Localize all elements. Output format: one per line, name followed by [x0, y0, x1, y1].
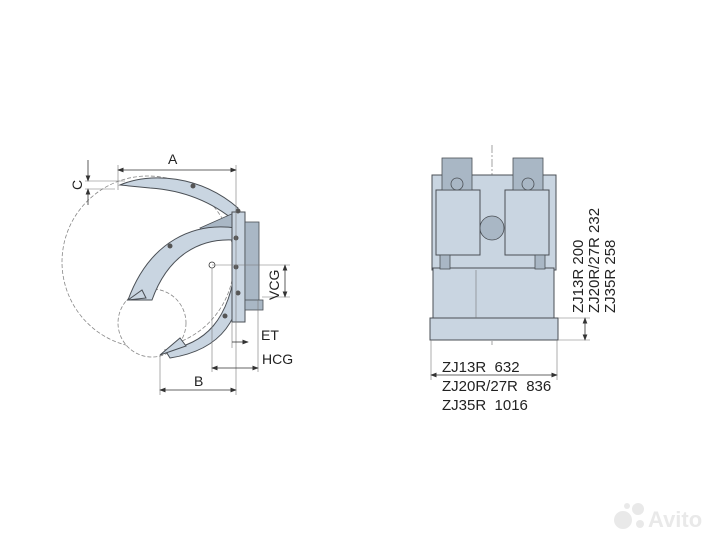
- height-dim-zj13r: ZJ13R 200: [570, 240, 587, 313]
- right-cylinder-box: [504, 189, 550, 256]
- lower-arm-tip: [126, 289, 147, 301]
- avito-logo-text: Avito: [648, 507, 702, 532]
- dim-label-vcg: VCG: [266, 270, 282, 300]
- front-arm-tip: [159, 337, 187, 356]
- dim-label-b: B: [194, 373, 203, 389]
- width-dim-zj35r: ZJ35R 1016: [442, 397, 528, 414]
- hook: [244, 299, 264, 311]
- dim-label-a: A: [168, 151, 178, 167]
- avito-logo-icon: [614, 503, 644, 529]
- lower-arm: [127, 226, 237, 301]
- right-pivot: [521, 177, 535, 191]
- dim-label-hcg: HCG: [262, 351, 293, 367]
- left-pivot: [450, 177, 464, 191]
- upper-arm: [118, 177, 239, 223]
- width-dim-zj13r: ZJ13R 632: [442, 359, 520, 376]
- right-foot: [534, 254, 546, 270]
- center-hub: [479, 215, 505, 241]
- front-view: ZJ13R 200 ZJ20R/27R 232 ZJ35R 258 ZJ13R …: [429, 145, 619, 414]
- side-view: A C VCG ET HCG B: [61, 151, 293, 395]
- height-dim-zj35r: ZJ35R 258: [602, 240, 619, 313]
- height-dim-zj20r: ZJ20R/27R 232: [586, 208, 603, 313]
- left-cylinder-box: [435, 189, 481, 256]
- width-dim-zj20r: ZJ20R/27R 836: [442, 378, 551, 395]
- lower-body: [432, 267, 555, 321]
- avito-watermark: Avito: [614, 503, 702, 532]
- mount-bracket: [244, 221, 260, 303]
- dim-label-c: C: [69, 180, 85, 190]
- dim-label-et: ET: [261, 327, 279, 343]
- base-plate: [429, 317, 559, 341]
- left-foot: [439, 254, 451, 270]
